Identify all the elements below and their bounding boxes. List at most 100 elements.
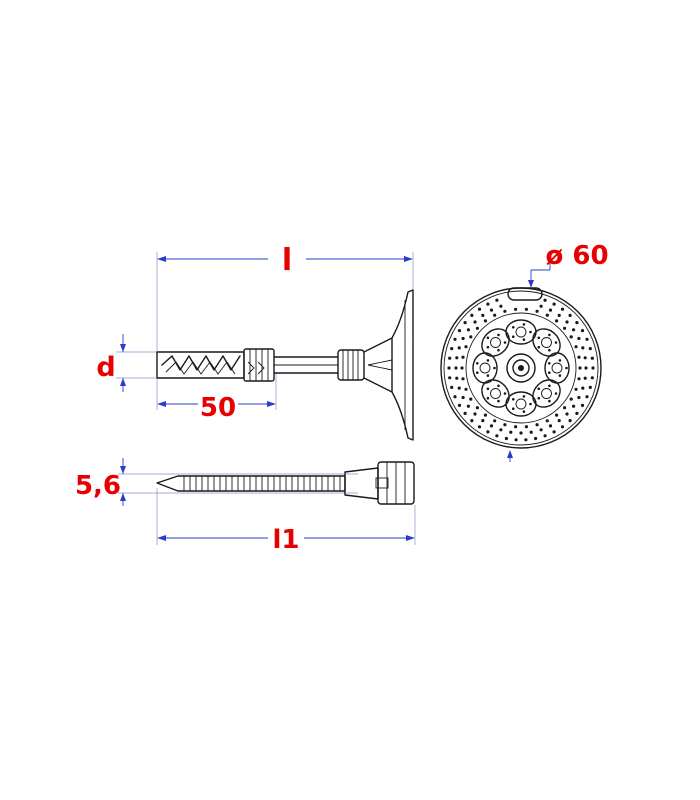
perforation-dot (584, 366, 588, 370)
perforation-dot (504, 436, 508, 441)
perforation-dot (457, 386, 461, 390)
perforation-dot (450, 347, 454, 351)
perforation-dot (489, 424, 494, 428)
perforation-dot (464, 387, 468, 391)
petal (472, 352, 498, 384)
perforation-dot (545, 419, 549, 423)
perforation-dot (552, 430, 556, 434)
perforation-dot (543, 434, 547, 438)
anchor-side-view (156, 289, 414, 441)
perforation-dot (495, 298, 499, 302)
perforation-dot (514, 425, 518, 429)
perforation-dot (461, 377, 465, 381)
perforation-dot (539, 304, 543, 308)
perforation-dot (591, 366, 595, 370)
perforation-dot (583, 356, 587, 360)
perforation-dot (524, 307, 529, 311)
perforation-dot (581, 346, 585, 350)
perforation-dot (499, 304, 503, 308)
perforation-dot (560, 307, 565, 311)
perforation-dot (557, 313, 561, 317)
expansion-zone-label: 50 (200, 393, 236, 423)
perforation-dot (461, 336, 465, 341)
perforation-dot (503, 423, 507, 427)
perforation-dot (473, 412, 477, 416)
dimension-lines (116, 252, 551, 545)
diameter-label: d (96, 352, 115, 383)
perforation-dot (552, 302, 556, 306)
perforation-dot (585, 395, 589, 399)
perforation-dot (555, 319, 559, 323)
perforation-dot (495, 434, 499, 438)
perforation-dot (577, 355, 581, 359)
pin-length-label: l1 (272, 525, 299, 555)
perforation-dot (588, 385, 592, 389)
perforation-dot (560, 425, 565, 429)
length-label: l (282, 243, 292, 278)
perforation-dot (575, 411, 579, 415)
perforation-dot (519, 431, 523, 435)
perforation-dot (499, 428, 503, 432)
perforation-dot (574, 387, 578, 391)
perforation-dot (448, 376, 452, 380)
perforation-dot (535, 309, 539, 313)
perforation-dot (568, 419, 572, 423)
perforation-dot (590, 376, 594, 380)
petal (505, 391, 537, 417)
perforation-dot (470, 419, 474, 423)
perforation-dot (572, 404, 576, 408)
perforation-dot (569, 335, 573, 339)
perforation-dot (583, 376, 587, 380)
perforation-dot (509, 430, 513, 434)
perforation-dot (457, 329, 462, 333)
perforation-dot (578, 366, 582, 370)
perforation-dot (565, 320, 569, 324)
plate-petals (472, 319, 570, 417)
perforation-dot (461, 395, 465, 400)
petal (481, 328, 510, 357)
perforation-dot (455, 376, 459, 380)
perforation-dot (543, 298, 547, 302)
perforation-dot (481, 419, 485, 423)
perforation-dot (580, 403, 585, 407)
perforation-dot (475, 326, 479, 330)
perforation-dot (453, 395, 457, 399)
perforation-dot (493, 313, 497, 317)
perforation-dot (463, 321, 467, 325)
perforation-dot (581, 386, 585, 390)
perforation-dot (448, 356, 452, 360)
plate-perforation-dots (447, 298, 595, 442)
perforation-dot (563, 406, 567, 410)
perforation-dot (524, 425, 529, 429)
perforation-dot (464, 345, 468, 349)
perforation-dot (568, 313, 572, 317)
perforation-dot (529, 430, 533, 434)
perforation-dot (469, 397, 473, 401)
perforation-dot (503, 309, 507, 313)
perforation-dot (555, 413, 559, 417)
perforation-dot (577, 336, 581, 341)
perforation-dot (454, 366, 458, 370)
perforation-dot (469, 335, 473, 339)
perforation-dot (577, 395, 581, 400)
pin-side-view (156, 461, 415, 505)
perforation-dot (483, 319, 487, 323)
perforation-dot (569, 397, 573, 401)
perforation-dot (574, 345, 578, 349)
perforation-dot (577, 377, 581, 381)
perforation-dot (460, 366, 464, 370)
plate-front-view (440, 287, 602, 449)
perforation-dot (548, 424, 553, 428)
perforation-dot (588, 347, 592, 351)
perforation-dot (565, 412, 569, 416)
perforation-dot (473, 320, 477, 324)
perforation-dot (545, 313, 549, 317)
perforation-dot (557, 419, 561, 423)
perforation-dot (590, 356, 594, 360)
perforation-dot (470, 313, 474, 317)
perforation-dot (477, 307, 482, 311)
perforation-dot (514, 307, 518, 311)
perforation-dot (514, 438, 518, 442)
petal (505, 319, 537, 345)
